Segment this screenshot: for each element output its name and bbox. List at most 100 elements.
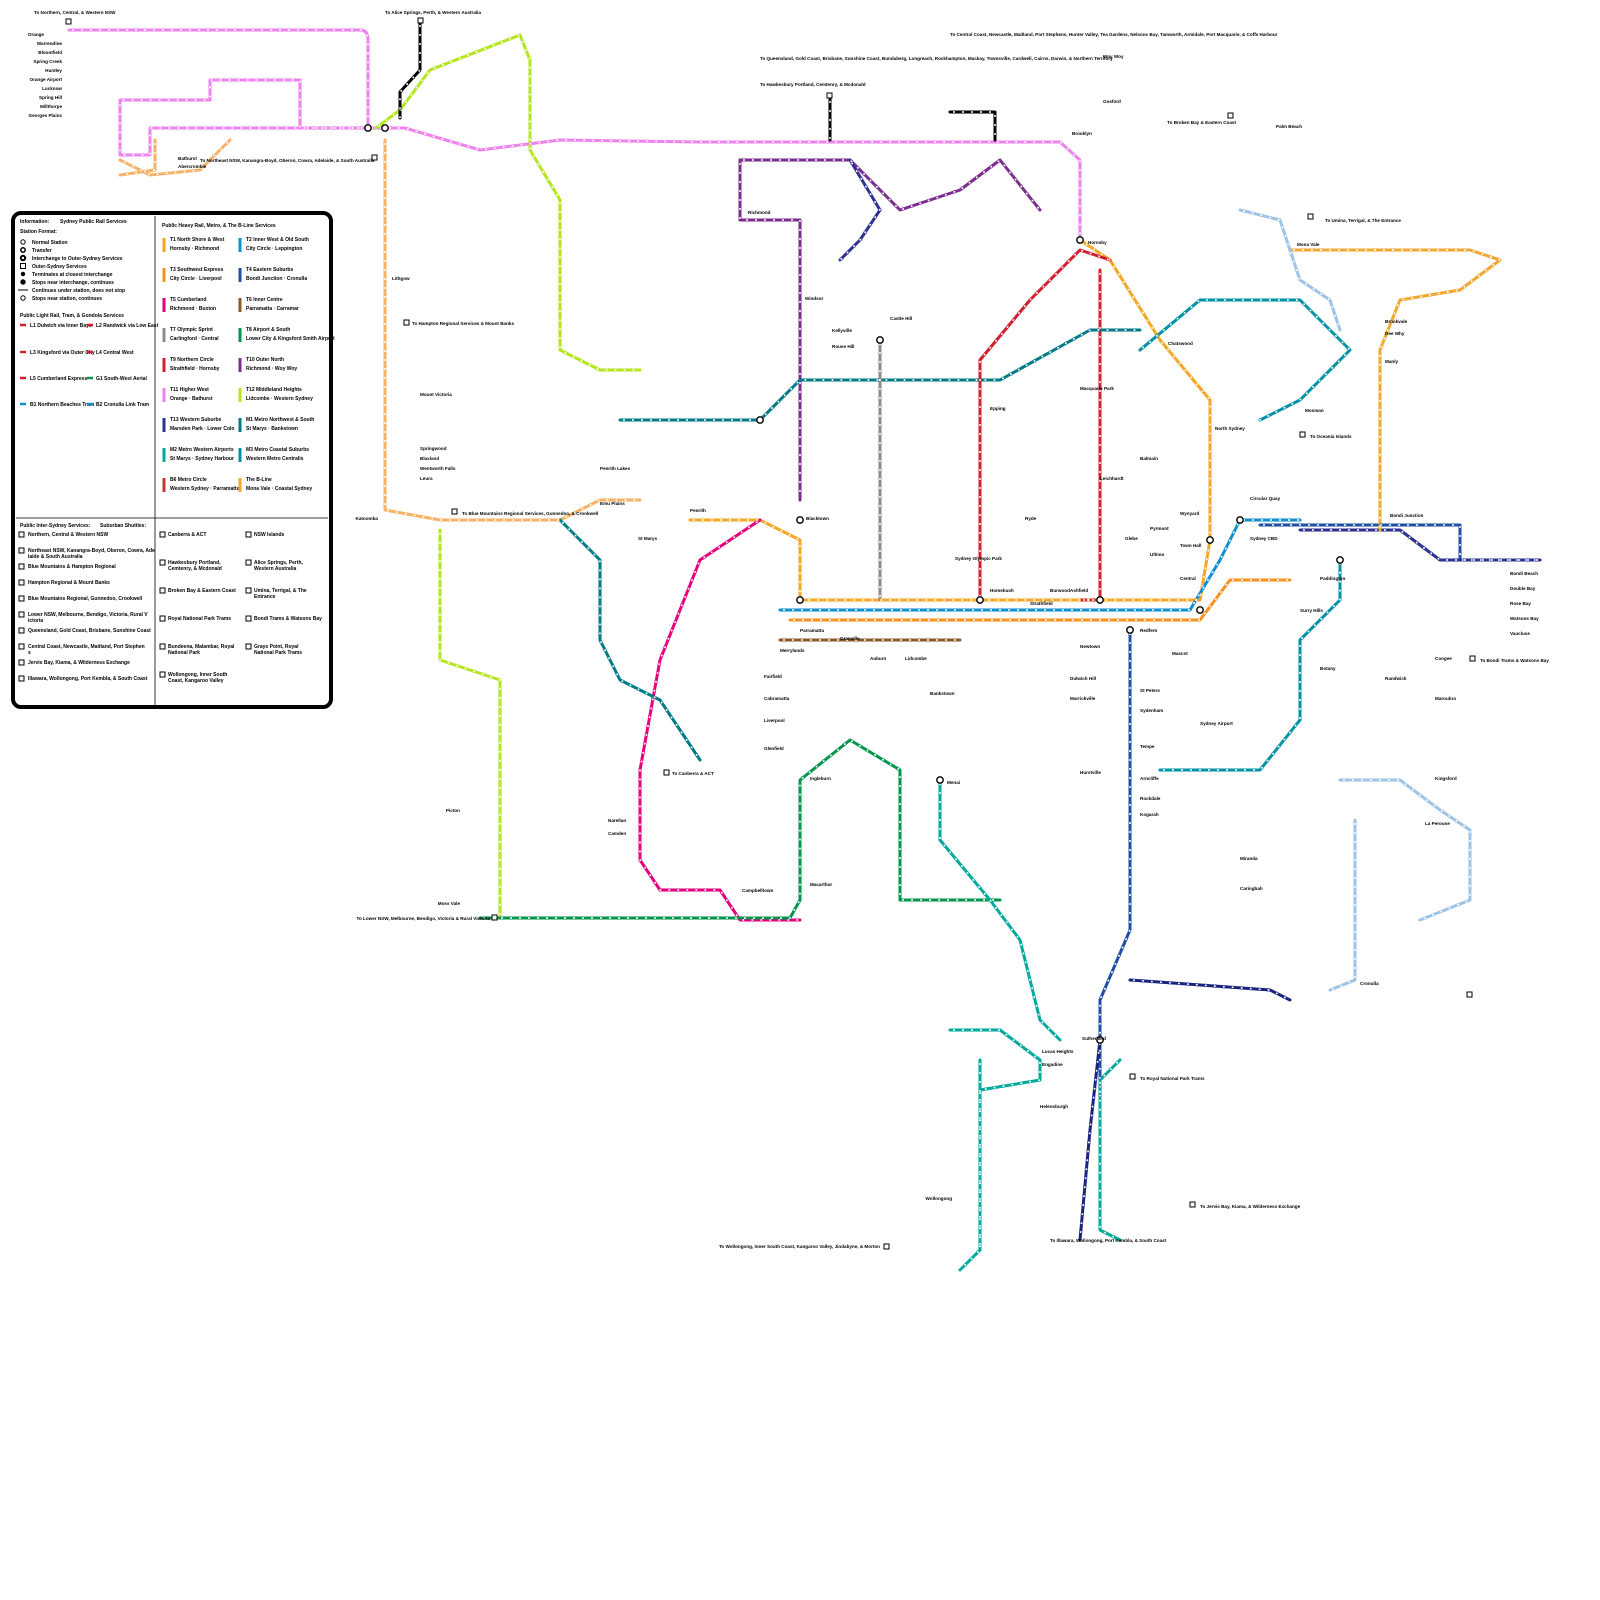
station-dot[interactable] bbox=[1098, 524, 1102, 528]
station-dot[interactable] bbox=[148, 143, 152, 147]
station-label[interactable]: Cabramatta bbox=[764, 696, 790, 701]
station-dot[interactable] bbox=[1078, 222, 1082, 226]
station-dot[interactable] bbox=[1271, 751, 1275, 756]
station-dot[interactable] bbox=[878, 558, 882, 562]
station-dot[interactable] bbox=[498, 813, 502, 817]
station-dot[interactable] bbox=[604, 368, 609, 372]
station-dot[interactable] bbox=[777, 918, 781, 922]
station-dot[interactable] bbox=[1078, 186, 1082, 190]
station-label[interactable]: Huntley bbox=[45, 68, 62, 73]
station-dot[interactable] bbox=[1379, 345, 1383, 349]
station-dot[interactable] bbox=[843, 140, 847, 144]
station-dot[interactable] bbox=[1098, 281, 1102, 285]
station-dot[interactable] bbox=[1347, 980, 1351, 984]
station-dot[interactable] bbox=[809, 608, 813, 612]
station-dot[interactable] bbox=[1361, 523, 1365, 527]
station-dot[interactable] bbox=[1298, 689, 1302, 693]
station-dot[interactable] bbox=[1330, 305, 1334, 309]
station-label[interactable]: Mascot bbox=[1172, 651, 1188, 656]
station-label[interactable]: Bloomfield bbox=[38, 50, 62, 55]
station-dot[interactable] bbox=[1447, 906, 1452, 910]
station-dot[interactable] bbox=[1290, 402, 1294, 406]
station-dot[interactable] bbox=[783, 393, 787, 397]
station-dot[interactable] bbox=[173, 170, 178, 174]
station-dot[interactable] bbox=[1208, 530, 1212, 535]
station-dot[interactable] bbox=[383, 223, 387, 227]
station-dot[interactable] bbox=[798, 246, 802, 250]
station-dot[interactable] bbox=[719, 518, 723, 522]
line-m3-se[interactable] bbox=[1158, 558, 1342, 772]
station-dot[interactable] bbox=[572, 511, 577, 515]
station-dot[interactable] bbox=[1028, 1079, 1032, 1084]
station-dot[interactable] bbox=[1072, 153, 1076, 157]
station-label[interactable]: Ingleburn bbox=[810, 776, 831, 781]
station-dot[interactable] bbox=[1305, 391, 1309, 395]
station-dot[interactable] bbox=[982, 898, 986, 902]
station-dot[interactable] bbox=[432, 134, 436, 138]
station-dot[interactable] bbox=[1155, 334, 1159, 338]
station-dot[interactable] bbox=[1332, 604, 1336, 608]
line-b2[interactable] bbox=[1338, 778, 1472, 922]
station-dot[interactable] bbox=[528, 146, 532, 151]
station-dot[interactable] bbox=[582, 138, 586, 142]
station-dot[interactable] bbox=[296, 28, 300, 32]
station-dot[interactable] bbox=[1317, 378, 1322, 383]
station-dot[interactable] bbox=[987, 140, 991, 144]
station-dot[interactable] bbox=[366, 96, 370, 100]
station-dot[interactable] bbox=[747, 525, 751, 529]
station-dot[interactable] bbox=[878, 594, 882, 598]
station-dot[interactable] bbox=[850, 739, 854, 743]
station-dot[interactable] bbox=[979, 1028, 983, 1032]
station-dot[interactable] bbox=[856, 166, 860, 170]
station-dot[interactable] bbox=[1250, 298, 1254, 302]
station-dot[interactable] bbox=[898, 865, 902, 869]
station-dot[interactable] bbox=[219, 147, 223, 151]
station-dot[interactable] bbox=[1077, 598, 1081, 602]
station-dot[interactable] bbox=[1311, 385, 1315, 389]
station-label[interactable]: Springwood bbox=[420, 446, 447, 451]
station-dot[interactable] bbox=[1111, 1234, 1115, 1239]
station-dot[interactable] bbox=[852, 140, 856, 144]
station-dot[interactable] bbox=[1084, 1167, 1088, 1171]
station-dot[interactable] bbox=[1289, 251, 1293, 255]
station-dot[interactable] bbox=[197, 28, 201, 32]
station-dot[interactable] bbox=[646, 724, 650, 728]
station-dot[interactable] bbox=[798, 381, 802, 385]
station-dot[interactable] bbox=[71, 28, 75, 32]
station-dot[interactable] bbox=[1062, 618, 1066, 622]
station-dot[interactable] bbox=[521, 40, 525, 44]
station-dot[interactable] bbox=[1034, 608, 1038, 612]
station-dot[interactable] bbox=[993, 114, 997, 118]
station-dot[interactable] bbox=[464, 666, 468, 671]
station-dot[interactable] bbox=[1098, 335, 1102, 339]
station-dot[interactable] bbox=[1098, 1049, 1102, 1053]
station-dot[interactable] bbox=[868, 223, 872, 227]
station-dot[interactable] bbox=[1098, 299, 1102, 303]
station-dot[interactable] bbox=[881, 191, 885, 195]
station-dot[interactable] bbox=[1382, 248, 1386, 252]
station-dot[interactable] bbox=[1325, 610, 1330, 615]
station-dot[interactable] bbox=[978, 1181, 982, 1185]
station-dot[interactable] bbox=[738, 207, 742, 211]
station-dot[interactable] bbox=[978, 1136, 982, 1140]
station-dot[interactable] bbox=[1087, 1140, 1091, 1144]
station-dot[interactable] bbox=[563, 351, 568, 355]
station-dot[interactable] bbox=[745, 218, 749, 222]
station-dot[interactable] bbox=[893, 378, 898, 382]
station-dot[interactable] bbox=[795, 380, 800, 385]
station-dot[interactable] bbox=[1378, 399, 1382, 403]
station-dot[interactable] bbox=[1002, 163, 1007, 168]
station-dot[interactable] bbox=[1028, 297, 1033, 302]
station-dot[interactable] bbox=[567, 527, 571, 531]
station-dot[interactable] bbox=[1334, 523, 1338, 527]
station-dot[interactable] bbox=[894, 204, 898, 208]
station-dot[interactable] bbox=[778, 158, 782, 162]
station-label[interactable]: Woy Woy bbox=[1103, 54, 1124, 59]
station-dot[interactable] bbox=[1005, 920, 1009, 924]
station-dot[interactable] bbox=[1098, 398, 1102, 402]
station-dot[interactable] bbox=[798, 309, 802, 313]
station-dot[interactable] bbox=[1117, 272, 1121, 277]
station-dot[interactable] bbox=[1331, 987, 1335, 991]
station-dot[interactable] bbox=[918, 618, 922, 622]
station-dot[interactable] bbox=[839, 257, 843, 261]
